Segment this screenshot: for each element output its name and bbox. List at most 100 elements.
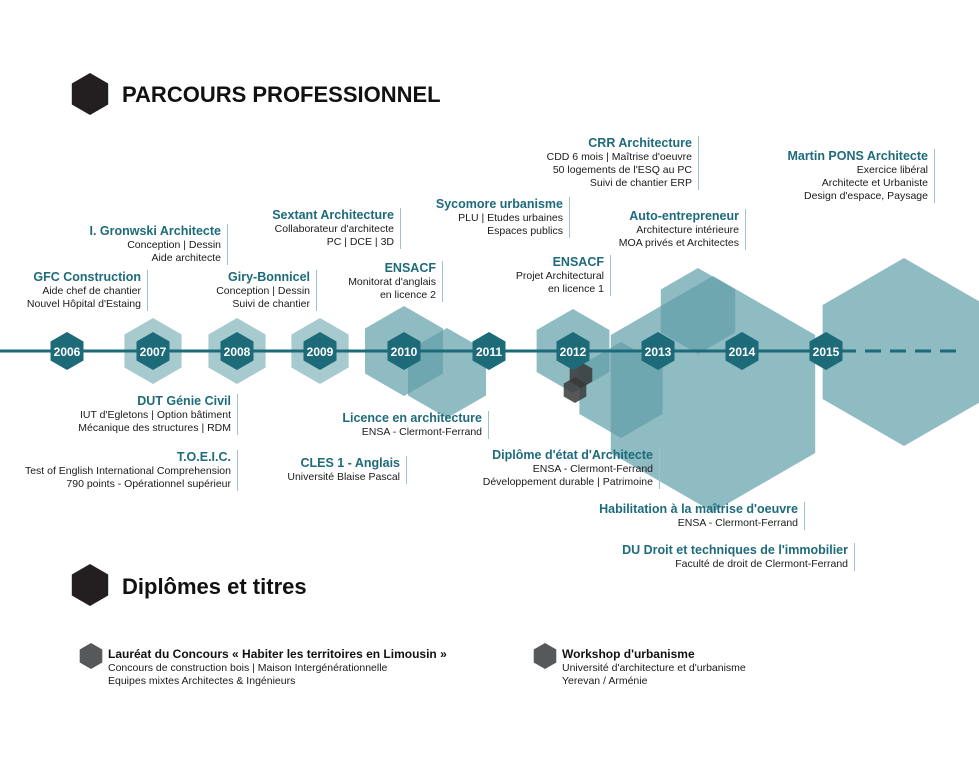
section-title-diplomas: Diplômes et titres	[122, 574, 307, 599]
year-label: 2010	[391, 345, 418, 359]
year-marker-hexagon	[136, 332, 170, 370]
experience-martin-pons: Martin PONS Architecte Exercice libéral …	[787, 149, 935, 203]
entry-line: 50 logements de l'ESQ au PC	[552, 164, 692, 176]
entry-line: Projet Architectural	[515, 270, 604, 282]
entry-line: Architecture intérieure	[636, 224, 739, 236]
diploma-line: Equipes mixtes Architectes & Ingénieurs	[108, 675, 296, 687]
entry-title: Habilitation à la maîtrise d'oeuvre	[599, 502, 798, 516]
year-label: 2013	[645, 345, 672, 359]
experience-ensacf-monitorat: ENSACF Monitorat d'anglais en licence 2	[348, 261, 443, 302]
experience-sycomore: Sycomore urbanisme PLU | Etudes urbaines…	[436, 197, 570, 238]
entry-line: 790 points - Opérationnel supérieur	[66, 478, 231, 490]
year-marker-hexagon	[303, 332, 337, 370]
experience-gronwski: I. Gronwski Architecte Conception | Dess…	[89, 224, 228, 265]
entry-line: Mécanique des structures | RDM	[78, 422, 231, 434]
diploma-title: Lauréat du Concours « Habiter les territ…	[108, 647, 447, 661]
education-licence-architecture: Licence en architecture ENSA - Clermont-…	[342, 411, 489, 439]
entry-line: Collaborateur d'architecte	[274, 223, 394, 235]
entry-line: Université Blaise Pascal	[287, 471, 400, 483]
entry-line: Suivi de chantier ERP	[589, 177, 692, 189]
year-marker-hexagon	[472, 332, 506, 370]
year-label: 2012	[560, 345, 587, 359]
entry-title: CRR Architecture	[588, 136, 692, 150]
year-label: 2009	[307, 345, 334, 359]
experience-sextant: Sextant Architecture Collaborateur d'arc…	[272, 208, 401, 249]
year-label: 2011	[476, 345, 502, 359]
diploma-workshop-urbanisme: Workshop d'urbanisme Université d'archit…	[562, 647, 746, 688]
entry-title: DUT Génie Civil	[137, 394, 231, 408]
section-hexagon-icon	[71, 564, 109, 606]
small-dark-hexagon	[563, 377, 587, 403]
entry-line: Aide chef de chantier	[42, 285, 141, 297]
experience-gfc-construction: GFC Construction Aide chef de chantier N…	[27, 270, 148, 311]
entry-line: Architecte et Urbaniste	[821, 177, 928, 189]
entry-title: I. Gronwski Architecte	[89, 224, 221, 238]
entry-line: en licence 2	[379, 289, 436, 301]
entry-title: CLES 1 - Anglais	[300, 456, 400, 470]
entry-title: GFC Construction	[33, 270, 141, 284]
entry-line: PC | DCE | 3D	[326, 236, 394, 248]
entry-line: Suivi de chantier	[232, 298, 310, 310]
entry-title: ENSACF	[552, 255, 604, 269]
year-marker-hexagon	[641, 332, 675, 370]
entry-line: Conception | Dessin	[216, 285, 310, 297]
entry-title: Giry-Bonnicel	[228, 270, 310, 284]
year-label: 2006	[54, 345, 81, 359]
section-title-professional: PARCOURS PROFESSIONNEL	[122, 82, 441, 107]
entry-title: Sextant Architecture	[272, 208, 394, 222]
entry-title: Martin PONS Architecte	[787, 149, 928, 163]
entry-line: Développement durable | Patrimoine	[482, 476, 653, 488]
education-cles-anglais: CLES 1 - Anglais Université Blaise Pasca…	[287, 456, 407, 484]
section-hexagon-icon	[71, 73, 109, 115]
entry-line: MOA privés et Architectes	[618, 237, 739, 249]
year-marker-hexagon	[220, 332, 254, 370]
diploma-line: Concours de construction bois | Maison I…	[108, 662, 388, 674]
education-diplome-etat: Diplôme d'état d'Architecte ENSA - Clerm…	[483, 448, 660, 489]
education-du-droit: DU Droit et techniques de l'immobilier F…	[622, 543, 855, 571]
experience-ensacf-projet: ENSACF Projet Architectural en licence 1	[516, 255, 611, 296]
diploma-hexagon-icon	[533, 643, 557, 669]
entry-line: ENSA - Clermont-Ferrand	[677, 517, 798, 529]
experience-giry-bonnicel: Giry-Bonnicel Conception | Dessin Suivi …	[216, 270, 317, 311]
entry-line: Nouvel Hôpital d'Estaing	[26, 298, 141, 310]
year-marker-hexagon	[387, 332, 421, 370]
experience-auto-entrepreneur: Auto-entrepreneur Architecture intérieur…	[619, 209, 746, 250]
entry-line: ENSA - Clermont-Ferrand	[361, 426, 482, 438]
year-marker-hexagon	[556, 332, 590, 370]
entry-title: Sycomore urbanisme	[435, 197, 563, 211]
entry-title: ENSACF	[384, 261, 436, 275]
entry-line: Monitorat d'anglais	[348, 276, 436, 288]
entry-line: ENSA - Clermont-Ferrand	[532, 463, 653, 475]
entry-line: PLU | Etudes urbaines	[458, 212, 563, 224]
experience-crr-architecture: CRR Architecture CDD 6 mois | Maîtrise d…	[547, 136, 699, 190]
entry-line: Design d'espace, Paysage	[803, 190, 928, 202]
entry-line: Faculté de droit de Clermont-Ferrand	[675, 558, 848, 570]
year-label: 2015	[813, 345, 840, 359]
year-marker-hexagon	[809, 332, 843, 370]
diploma-laureat-concours: Lauréat du Concours « Habiter les territ…	[108, 647, 447, 688]
education-toeic: T.O.E.I.C. Test of English International…	[25, 450, 238, 491]
entry-line: Exercice libéral	[856, 164, 928, 176]
entry-line: CDD 6 mois | Maîtrise d'oeuvre	[546, 151, 692, 163]
year-label: 2008	[224, 345, 251, 359]
diploma-hexagon-icon	[79, 643, 103, 669]
diploma-title: Workshop d'urbanisme	[562, 647, 695, 661]
year-marker-hexagon	[50, 332, 84, 370]
year-label: 2014	[729, 345, 756, 359]
entry-title: Auto-entrepreneur	[629, 209, 739, 223]
entry-line: Aide architecte	[151, 252, 221, 264]
entry-line: Test of English International Comprehens…	[24, 465, 231, 477]
education-dut-genie-civil: DUT Génie Civil IUT d'Egletons | Option …	[78, 394, 238, 435]
year-label: 2007	[140, 345, 167, 359]
entry-title: T.O.E.I.C.	[176, 450, 231, 464]
diploma-line: Yerevan / Arménie	[562, 675, 648, 687]
year-marker-hexagon	[725, 332, 759, 370]
entry-line: IUT d'Egletons | Option bâtiment	[79, 409, 231, 421]
entry-line: Conception | Dessin	[127, 239, 221, 251]
diploma-line: Université d'architecture et d'urbanisme	[562, 662, 746, 674]
entry-title: Diplôme d'état d'Architecte	[492, 448, 653, 462]
entry-line: en licence 1	[547, 283, 604, 295]
education-habilitation: Habilitation à la maîtrise d'oeuvre ENSA…	[599, 502, 805, 530]
entry-title: Licence en architecture	[342, 411, 482, 425]
